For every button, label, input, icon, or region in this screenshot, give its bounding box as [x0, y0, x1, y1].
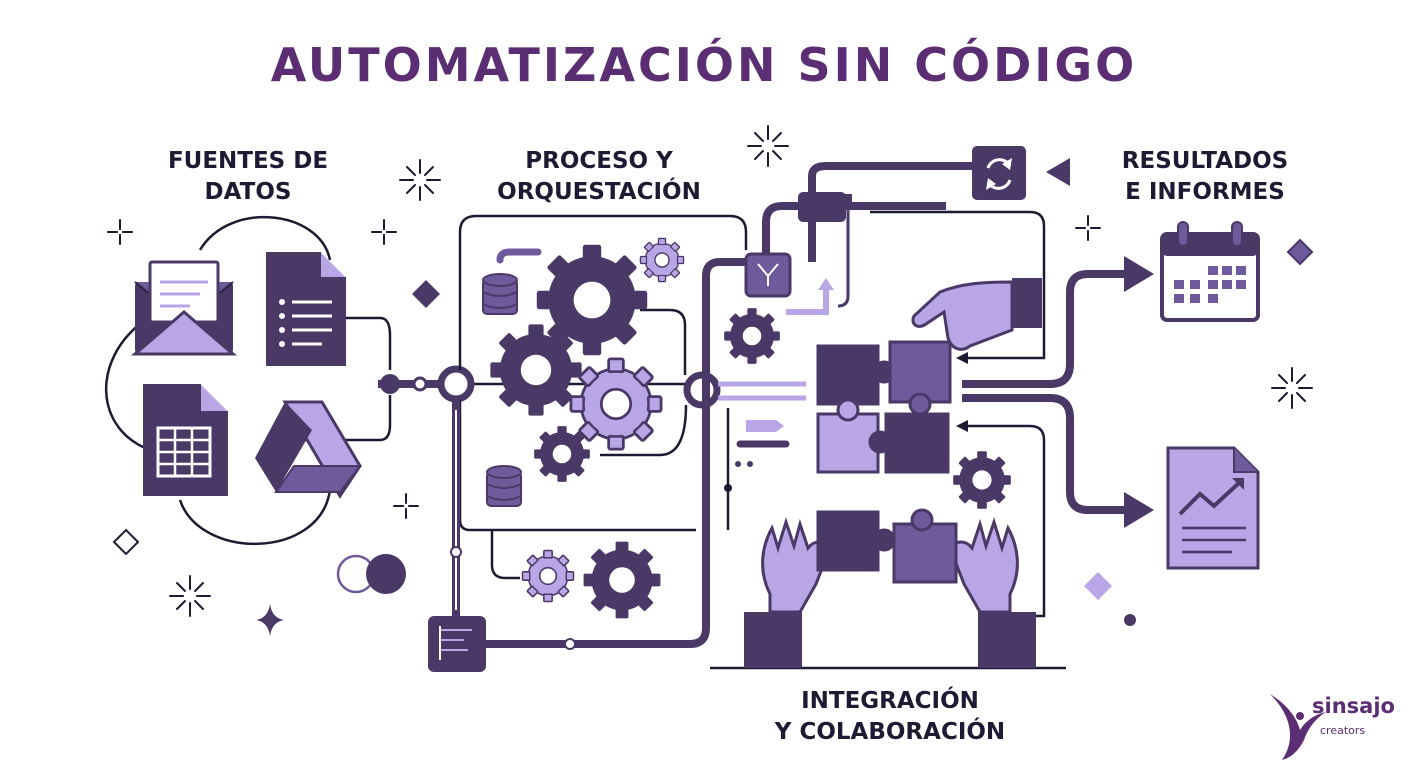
arrow-right-icon: [1124, 492, 1154, 528]
report-chart-icon: [1166, 446, 1260, 570]
sparkle-icon: [399, 159, 441, 201]
diamond-icon: [1286, 238, 1314, 266]
sparkle-icon: [747, 125, 789, 167]
node-block-icon: [798, 192, 846, 222]
mid-pipes: [718, 381, 806, 467]
cross-icon: [107, 219, 133, 245]
diamond-icon: [112, 528, 140, 556]
mail-icon: [130, 260, 238, 356]
gear-icon: [534, 426, 590, 482]
arrow-up-icon: [786, 286, 829, 315]
brand-sub: creators: [1320, 724, 1366, 737]
puzzle-icon: [816, 508, 958, 584]
page-title: AUTOMATIZACIÓN SIN CÓDIGO: [270, 38, 1138, 92]
database-icon: [486, 465, 522, 507]
cross-icon: [393, 493, 419, 519]
sources-loop: [104, 215, 392, 545]
label-integracion-colaboracion: INTEGRACIÓN Y COLABORACIÓN: [774, 688, 1006, 745]
gear-icon: [583, 541, 661, 619]
code-block-icon: [428, 616, 486, 672]
bird-logo-icon: [1270, 694, 1326, 760]
label-fuentes-de-datos: FUENTES DE DATOS: [167, 148, 329, 205]
cross-icon: [1075, 215, 1101, 241]
diamond-icon: [412, 280, 440, 308]
label-proceso-orquestacion: PROCESO Y ORQUESTACIÓN: [497, 148, 701, 205]
document-icon: [266, 252, 346, 366]
diamond-icon: [1084, 572, 1112, 600]
sparkle-icon: [169, 575, 211, 617]
brand: sinsajo creators: [1262, 688, 1402, 758]
gear-icon: [639, 237, 685, 283]
top-pipes: [762, 162, 974, 262]
gear-icon: [521, 549, 575, 603]
hand-icon: [911, 278, 1042, 351]
calendar-icon: [1160, 221, 1260, 322]
sync-icon: [972, 146, 1026, 200]
overlap-circles-icon: [336, 554, 406, 594]
arrow-right-icon: [1124, 256, 1154, 292]
drive-icon: [255, 400, 363, 499]
gear-icon: [724, 308, 780, 364]
cross-icon: [371, 219, 397, 245]
gear-icon: [953, 451, 1011, 509]
database-icon: [482, 273, 518, 315]
puzzle-icon: [816, 340, 952, 474]
sparkle-icon: [1271, 367, 1313, 409]
gear-icon: [569, 357, 663, 451]
triangle-icon: [1046, 158, 1070, 186]
hand-icon: [948, 517, 1036, 668]
dot-icon: [1124, 614, 1136, 626]
brand-name: sinsajo: [1312, 694, 1395, 718]
split-icon: [744, 252, 792, 298]
gear-icon: [490, 324, 582, 416]
star-icon: [256, 604, 284, 636]
output-arrows: [962, 270, 1134, 514]
spreadsheet-icon: [143, 384, 228, 496]
label-resultados-informes: RESULTADOS E INFORMES: [1121, 148, 1289, 205]
